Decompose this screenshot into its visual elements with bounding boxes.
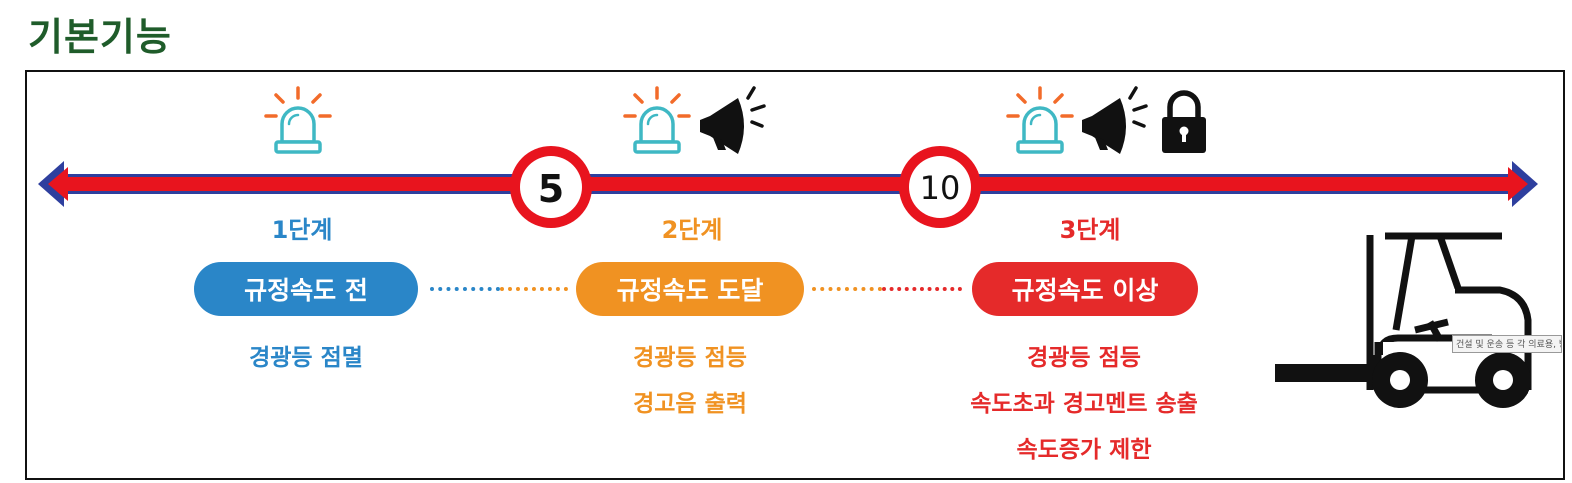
lock-icon bbox=[1162, 93, 1206, 153]
stage-3-actions: 경광등 점등 속도초과 경고멘트 송출 속도증가 제한 bbox=[924, 335, 1244, 473]
stage-2-label: 2단계 bbox=[661, 216, 723, 244]
megaphone-icon bbox=[1080, 86, 1148, 156]
action-item: 경광등 점멸 bbox=[249, 345, 363, 371]
stage-2-status-pill: 규정속도 도달 bbox=[576, 262, 804, 316]
forklift-caption-tag: 건설 및 운송 등 각 의료용, 방 … bbox=[1452, 335, 1562, 353]
stage-3-label: 3단계 bbox=[1059, 216, 1121, 244]
connector-dots bbox=[430, 287, 500, 291]
page-title: 기본기능 bbox=[28, 15, 172, 59]
stage-1-status-pill: 규정속도 전 bbox=[194, 262, 418, 316]
beacon-light-icon bbox=[623, 86, 691, 154]
stage-2-actions: 경광등 점등 경고음 출력 bbox=[530, 335, 850, 427]
speed-marker-10: 10 bbox=[899, 146, 981, 228]
speed-marker-5: 5 bbox=[510, 146, 592, 228]
forklift-forks bbox=[1275, 364, 1375, 382]
connector-dots bbox=[812, 287, 882, 291]
svg-text:10: 10 bbox=[920, 169, 961, 207]
action-item: 속도증가 제한 bbox=[1016, 437, 1152, 463]
stage-1-label: 1단계 bbox=[271, 216, 333, 244]
megaphone-icon bbox=[698, 86, 766, 156]
stage-3-status-pill: 규정속도 이상 bbox=[972, 262, 1198, 316]
connector-dots bbox=[882, 287, 962, 291]
connector-dots bbox=[500, 287, 568, 291]
beacon-light-icon bbox=[264, 86, 332, 154]
beacon-light-icon bbox=[1006, 86, 1074, 154]
action-item: 속도초과 경고멘트 송출 bbox=[970, 391, 1198, 417]
svg-text:5: 5 bbox=[538, 167, 564, 211]
diagram-frame bbox=[25, 70, 1565, 480]
action-item: 경광등 점등 bbox=[633, 345, 747, 371]
stage-1-actions: 경광등 점멸 bbox=[146, 335, 466, 381]
action-item: 경광등 점등 bbox=[1027, 345, 1141, 371]
action-item: 경고음 출력 bbox=[633, 391, 747, 417]
